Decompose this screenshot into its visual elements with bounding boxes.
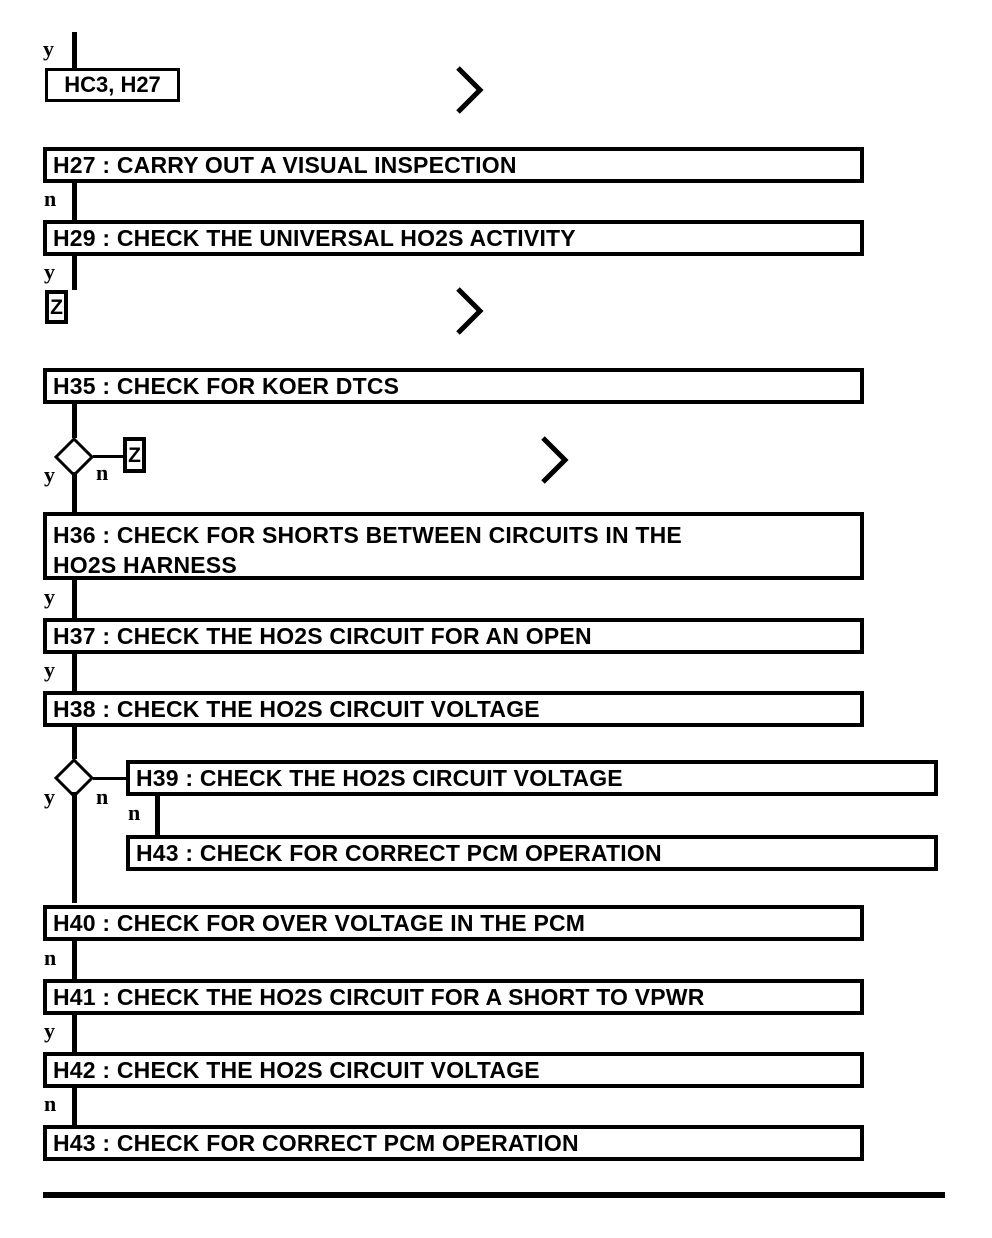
offpage-connector-z-2-label: Z	[128, 443, 141, 467]
branch-label-h27-no: n	[44, 186, 57, 211]
process-box-h43-label: H43 : CHECK FOR CORRECT PCM OPERATION	[53, 1130, 579, 1156]
process-box-h41[interactable]: H41 : CHECK THE HO2S CIRCUIT FOR A SHORT…	[43, 979, 864, 1015]
process-box-h42-label: H42 : CHECK THE HO2S CIRCUIT VOLTAGE	[53, 1057, 540, 1083]
process-box-h41-label: H41 : CHECK THE HO2S CIRCUIT FOR A SHORT…	[53, 984, 705, 1010]
process-box-h27[interactable]: H27 : CARRY OUT A VISUAL INSPECTION	[43, 147, 864, 183]
process-box-h37[interactable]: H37 : CHECK THE HO2S CIRCUIT FOR AN OPEN	[43, 618, 864, 654]
process-box-h35[interactable]: H35 : CHECK FOR KOER DTCS	[43, 368, 864, 404]
connector-line-h41-h42	[72, 1015, 77, 1052]
connector-line-decision1-h36	[72, 472, 77, 512]
process-box-h37-label: H37 : CHECK THE HO2S CIRCUIT FOR AN OPEN	[53, 623, 592, 649]
branch-label-decision2-no: n	[96, 784, 109, 809]
connector-box-hc3-h27[interactable]: HC3, H27	[45, 68, 180, 102]
page-bottom-rule	[43, 1192, 945, 1198]
process-box-h40[interactable]: H40 : CHECK FOR OVER VOLTAGE IN THE PCM	[43, 905, 864, 941]
connector-box-label: HC3, H27	[64, 72, 161, 97]
connector-line-h27-h29	[72, 183, 77, 220]
branch-label-h40-no: n	[44, 945, 57, 970]
connector-line-h36-h37	[72, 580, 77, 618]
connector-line-h38-decision2	[72, 727, 77, 759]
process-box-h27-label: H27 : CARRY OUT A VISUAL INSPECTION	[53, 152, 517, 178]
branch-label-decision1-no: n	[96, 460, 109, 485]
chevron-right-icon-2	[452, 285, 488, 337]
process-box-h39[interactable]: H39 : CHECK THE HO2S CIRCUIT VOLTAGE	[126, 760, 938, 796]
process-box-h29-label: H29 : CHECK THE UNIVERSAL HO2S ACTIVITY	[53, 225, 576, 251]
connector-line-h42-h43	[72, 1088, 77, 1125]
process-box-h39-label: H39 : CHECK THE HO2S CIRCUIT VOLTAGE	[136, 765, 623, 791]
connector-line-h37-h38	[72, 654, 77, 691]
connector-line-h40-h41	[72, 941, 77, 979]
process-box-h43-branch-label: H43 : CHECK FOR CORRECT PCM OPERATION	[136, 840, 662, 866]
process-box-h42[interactable]: H42 : CHECK THE HO2S CIRCUIT VOLTAGE	[43, 1052, 864, 1088]
process-box-h43-branch[interactable]: H43 : CHECK FOR CORRECT PCM OPERATION	[126, 835, 938, 871]
offpage-connector-z-2[interactable]: Z	[123, 437, 146, 473]
branch-label-h39-no: n	[128, 800, 141, 825]
branch-label-h37-yes: y	[44, 657, 55, 682]
process-box-h35-label: H35 : CHECK FOR KOER DTCS	[53, 373, 400, 399]
process-box-h36-label: H36 : CHECK FOR SHORTS BETWEEN CIRCUITS …	[53, 522, 682, 578]
branch-label-top: y	[43, 36, 54, 61]
offpage-connector-z-1[interactable]: Z	[45, 290, 68, 324]
branch-label-h41-yes: y	[44, 1018, 55, 1043]
connector-line-h39-h43b	[155, 796, 160, 835]
connector-line-h35-decision1	[72, 404, 77, 438]
offpage-connector-z-1-label: Z	[50, 295, 63, 319]
branch-label-h42-no: n	[44, 1091, 57, 1116]
branch-label-h36-yes: y	[44, 584, 55, 609]
connector-line-h29-z1	[72, 256, 77, 290]
connector-line-decision2-h40	[72, 792, 77, 903]
branch-label-decision1-yes: y	[44, 462, 55, 487]
chevron-right-icon-3	[537, 434, 573, 486]
process-box-h38-label: H38 : CHECK THE HO2S CIRCUIT VOLTAGE	[53, 696, 540, 722]
process-box-h43[interactable]: H43 : CHECK FOR CORRECT PCM OPERATION	[43, 1125, 864, 1161]
process-box-h40-label: H40 : CHECK FOR OVER VOLTAGE IN THE PCM	[53, 910, 586, 936]
process-box-h38[interactable]: H38 : CHECK THE HO2S CIRCUIT VOLTAGE	[43, 691, 864, 727]
branch-label-h29-yes: y	[44, 259, 55, 284]
connector-line-decision2-h39	[93, 777, 129, 780]
process-box-h29[interactable]: H29 : CHECK THE UNIVERSAL HO2S ACTIVITY	[43, 220, 864, 256]
branch-label-decision2-yes: y	[44, 784, 55, 809]
chevron-right-icon-1	[452, 64, 488, 116]
connector-line-top	[72, 32, 77, 68]
process-box-h36[interactable]: H36 : CHECK FOR SHORTS BETWEEN CIRCUITS …	[43, 512, 864, 580]
connector-line-decision1-z2	[93, 455, 123, 458]
